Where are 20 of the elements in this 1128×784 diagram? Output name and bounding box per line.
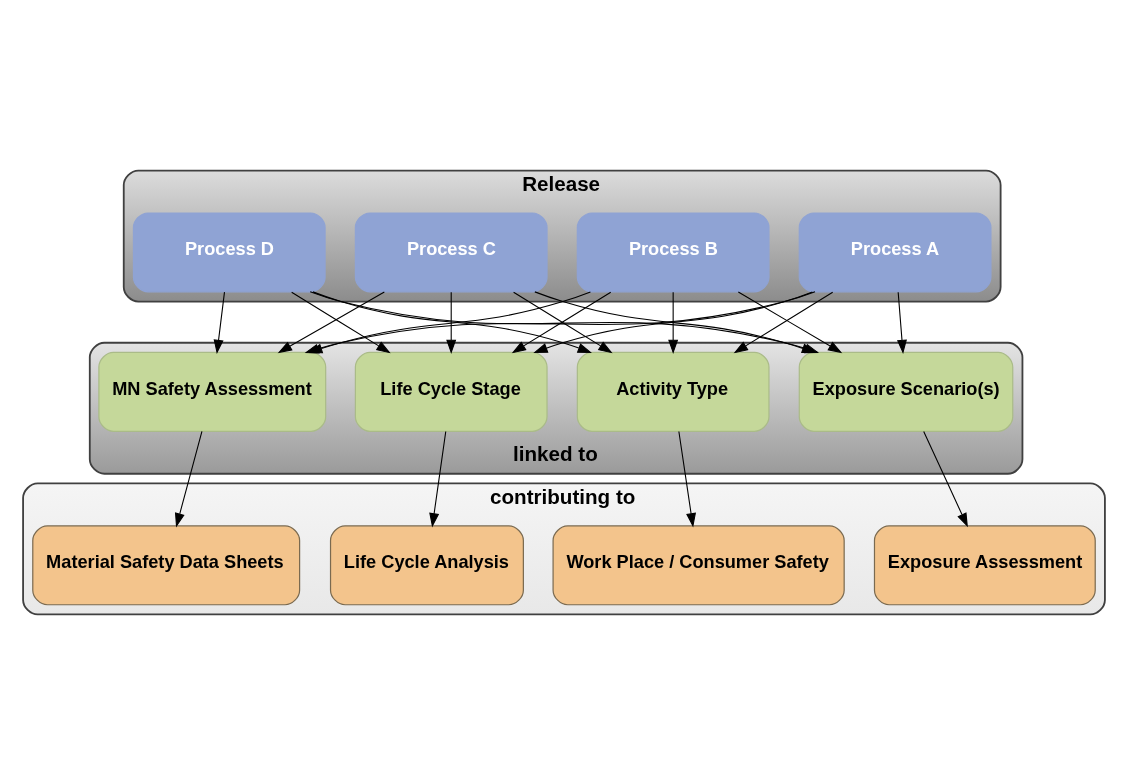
arrow xyxy=(678,430,697,527)
node-box: Process B xyxy=(576,211,770,292)
arrow xyxy=(668,291,679,354)
arrow xyxy=(174,430,203,527)
node-box: Process A xyxy=(798,211,992,292)
arrow xyxy=(446,291,457,354)
arrow xyxy=(923,430,968,527)
arrow xyxy=(213,291,226,354)
node-box: Process D xyxy=(132,211,326,292)
node-box: Process C xyxy=(354,211,548,292)
node-box: Life Cycle Stage xyxy=(354,351,548,432)
node-box: Activity Type xyxy=(576,351,770,432)
node-box: Life Cycle Analysis xyxy=(329,524,524,605)
node-box: Material Safety Data Sheets xyxy=(32,524,301,605)
node-box: Exposure Assessment xyxy=(873,524,1096,605)
node-box: MN Safety Assessment xyxy=(98,351,327,432)
node-box: Work Place / Consumer Safety xyxy=(552,524,845,605)
arrow xyxy=(429,430,447,527)
node-box: Exposure Scenario(s) xyxy=(798,351,1014,432)
arrow xyxy=(896,291,907,354)
